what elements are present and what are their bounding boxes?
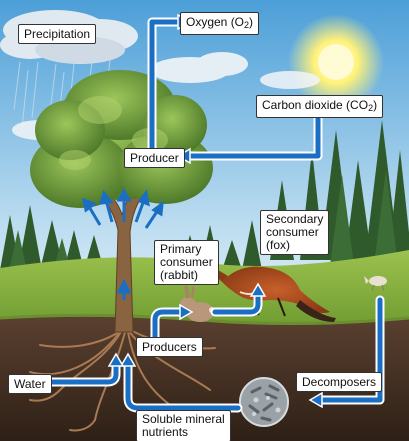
decomposers-label: Decomposers [296, 372, 383, 392]
cloud [150, 52, 248, 83]
precipitation-text: Precipitation [24, 27, 91, 41]
soluble-mineral-nutrients-label: Soluble mineral nutrients [136, 410, 231, 441]
precipitation-label: Precipitation [18, 24, 97, 44]
tree-transport-arrows [81, 187, 164, 300]
producer-label: Producer [124, 148, 185, 168]
primary-consumer-line-3: (rabbit) [160, 268, 199, 282]
carbon-dioxide-text: Carbon dioxide (CO [262, 98, 369, 112]
cycle-arrows [43, 17, 385, 413]
oxygen-label: Oxygen (O2) [180, 12, 260, 35]
producer-text: Producer [130, 151, 179, 165]
decomposers-text: Decomposers [302, 375, 377, 389]
producers-text: Producers [142, 340, 197, 354]
secondary-consumer-line-3: (fox) [266, 238, 290, 252]
oxygen-subscript: 2 [244, 20, 250, 30]
oxygen-text: Oxygen (O [186, 15, 245, 29]
secondary-consumer-label: Secondary consumer (fox) [260, 210, 330, 255]
primary-consumer-line-1: Primary [160, 242, 202, 256]
sun-core [318, 44, 354, 80]
soluble-line-1: Soluble mineral [142, 412, 225, 426]
carbon-dioxide-label: Carbon dioxide (CO2) [256, 95, 384, 118]
primary-consumer-line-2: consumer [160, 255, 213, 269]
decomposers-microbe-circle [239, 377, 289, 427]
primary-consumer-label: Primary consumer (rabbit) [154, 240, 219, 285]
carbon-dioxide-close: ) [373, 98, 378, 112]
soluble-line-2: nutrients [142, 425, 189, 439]
soil [0, 315, 409, 441]
decomposer-animal [364, 276, 387, 292]
producers-label: Producers [136, 337, 203, 357]
secondary-consumer-line-1: Secondary [266, 212, 324, 226]
carbon-dioxide-subscript: 2 [368, 103, 374, 113]
water-text: Water [14, 377, 46, 391]
water-label: Water [8, 374, 52, 394]
canopy-highlights [59, 96, 168, 170]
oxygen-close: ) [249, 15, 254, 29]
secondary-consumer-line-2: consumer [266, 225, 319, 239]
